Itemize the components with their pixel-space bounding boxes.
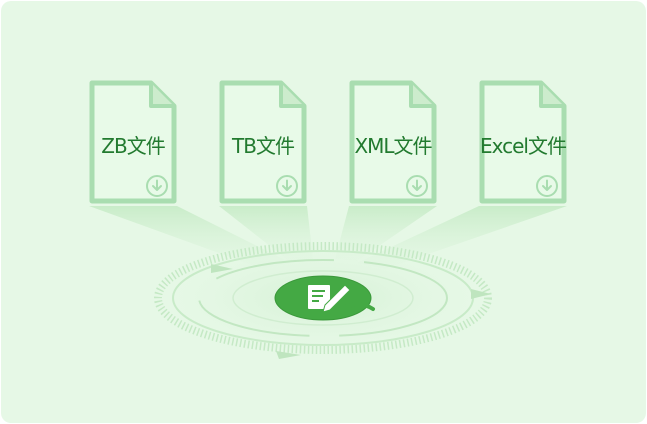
file-label: TB文件 [232,134,295,158]
file-label: ZB文件 [101,134,165,158]
file-card-zb[interactable]: ZB文件 [89,80,177,204]
inner-ring [232,270,414,326]
document-icon [219,80,307,204]
ring-marker [276,351,301,359]
download-icon[interactable] [405,174,429,198]
document-icon [479,80,567,204]
middle-ring [198,259,448,337]
file-card-xml[interactable]: XML文件 [349,80,437,204]
ring-marker [471,289,491,299]
file-card-excel[interactable]: Excel文件 [479,80,567,204]
document-edit-icon [274,275,375,321]
file-label: Excel文件 [480,134,567,158]
download-icon[interactable] [145,174,169,198]
ring-marker [211,264,233,273]
download-icon[interactable] [275,174,299,198]
file-card-tb[interactable]: TB文件 [219,80,307,204]
outer-tick-ring [154,242,492,354]
file-label: XML文件 [354,134,432,158]
document-icon [89,80,177,204]
download-icon[interactable] [535,174,559,198]
document-icon [349,80,437,204]
